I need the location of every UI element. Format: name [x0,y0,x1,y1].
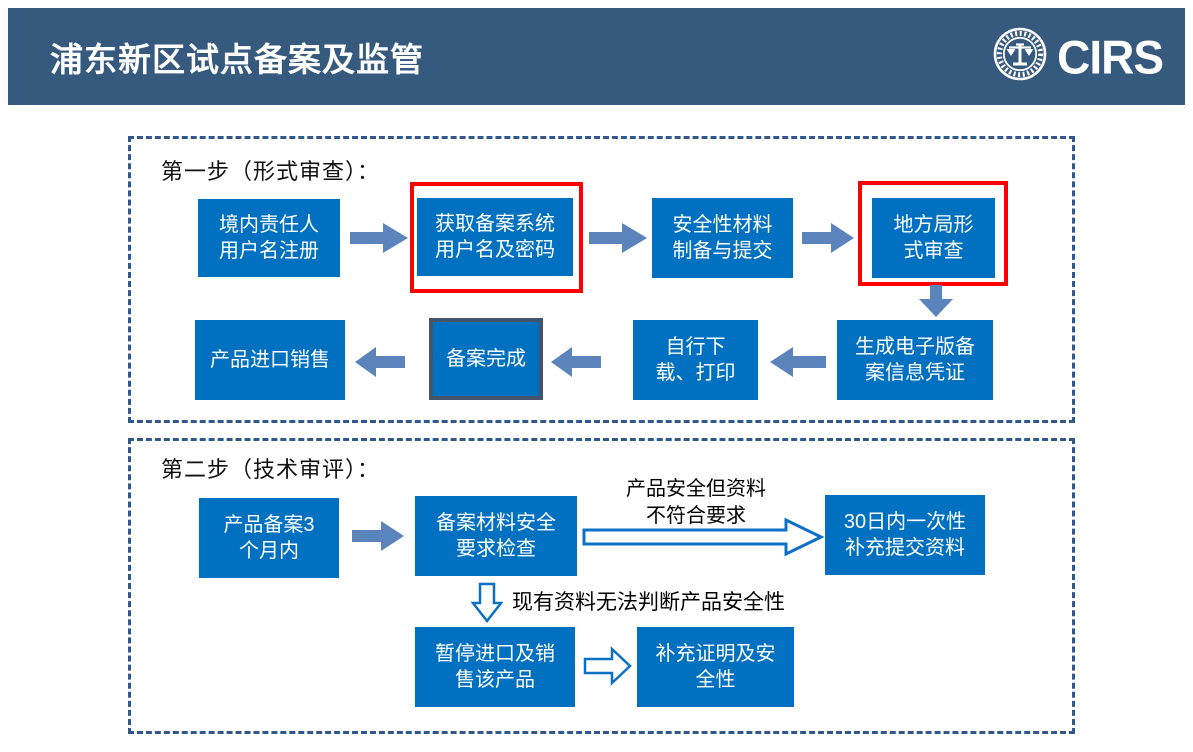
step2-panel [128,438,1075,734]
hollow-arrow-right-long-icon [582,517,825,562]
page-title: 浦东新区试点备案及监管 [50,40,424,78]
arrow-left-icon [551,347,601,382]
branch-down-label: 现有资料无法判断产品安全性 [512,591,785,614]
highlight-frame-credentials [410,182,583,293]
hollow-arrow-down-icon [470,582,504,629]
arrow-right-icon [802,223,854,258]
node-evoucher: 生成电子版备 案信息凭证 [837,320,993,400]
header-bar: 浦东新区试点备案及监管 CIRS [8,8,1185,105]
arrow-left-icon [355,347,405,382]
arrow-down-icon [919,285,953,322]
node-within-3-months: 产品备案3 个月内 [199,498,339,578]
node-download: 自行下 载、打印 [633,320,758,400]
step1-title: 第一步（形式审查）： [161,159,381,184]
highlight-frame-local-review [858,181,1008,286]
logo-wordmark: CIRS [1057,29,1164,84]
node-complete: 备案完成 [429,318,543,400]
arrow-right-icon [352,521,404,556]
node-materials: 安全性材料 制备与提交 [652,198,793,278]
step2-title: 第二步（技术审评）： [161,457,381,482]
logo: CIRS [993,8,1164,105]
step1-panel [128,136,1075,423]
node-safety-check: 备案材料安全 要求检查 [415,496,577,576]
node-local-review: 地方局形 式审查 [872,198,995,278]
node-proof: 补充证明及安 全性 [637,627,794,707]
hollow-arrow-right-icon [583,645,633,692]
node-import-sale: 产品进口销售 [195,320,345,400]
branch-right-label: 产品安全但资料 不符合要求 [626,478,766,527]
node-suspend: 暂停进口及销 售该产品 [415,627,575,707]
arrow-left-icon [770,347,826,382]
node-register: 境内责任人 用户名注册 [198,199,340,277]
arrow-right-icon [350,223,408,258]
scales-seal-icon [993,26,1047,87]
arrow-right-icon [589,223,647,258]
node-credentials: 获取备案系统 用户名及密码 [417,198,573,276]
node-supplement-30d: 30日内一次性 补充提交资料 [825,495,985,575]
